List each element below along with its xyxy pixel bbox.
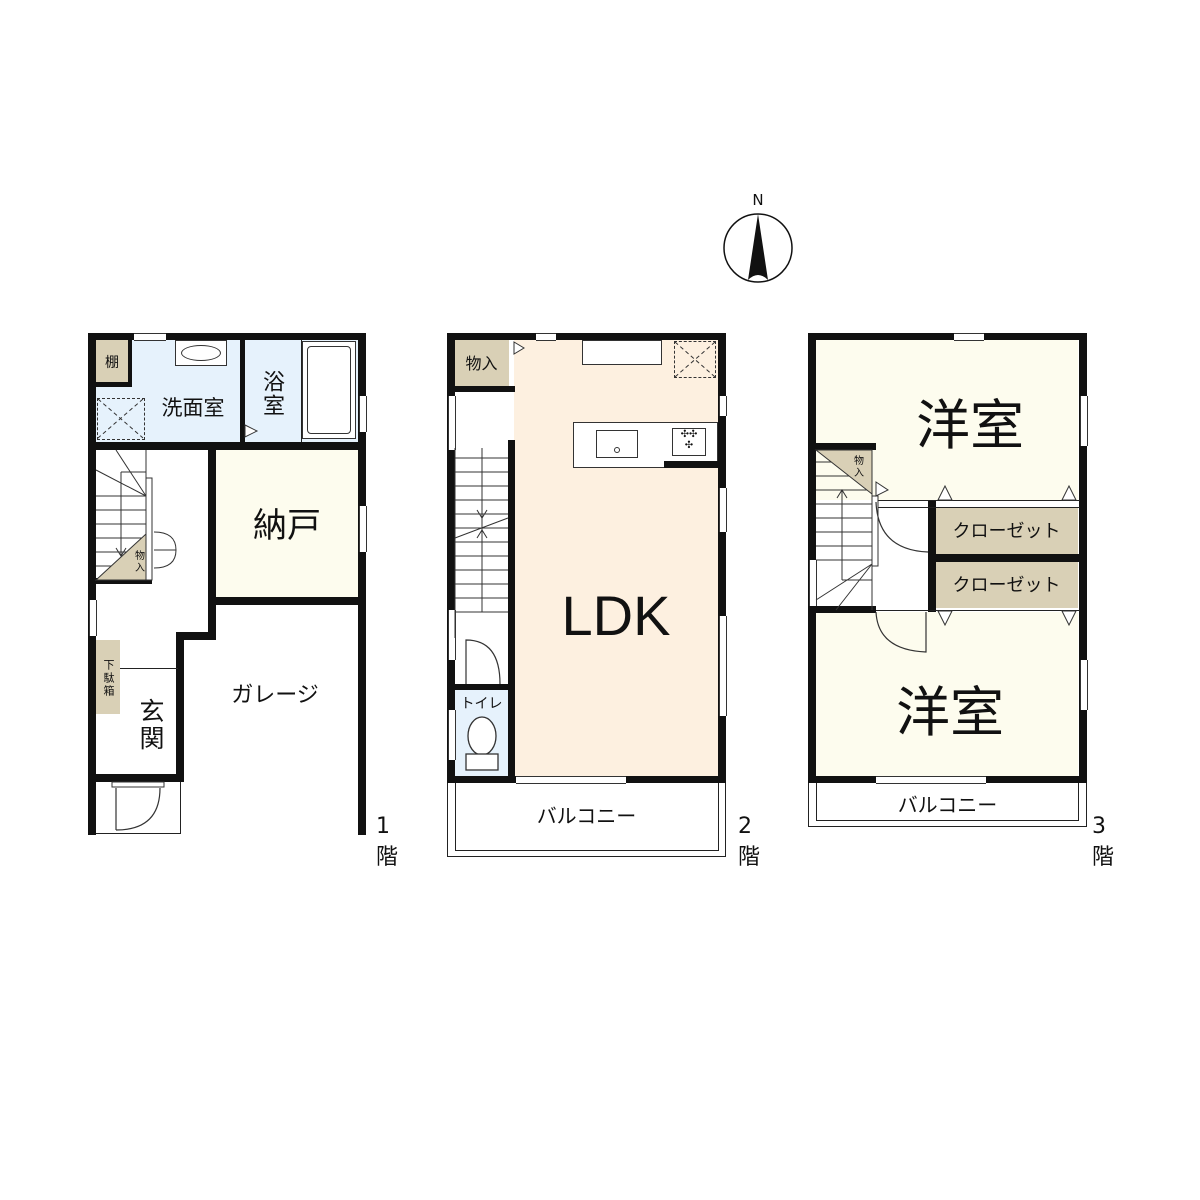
window (359, 396, 367, 432)
room-label-toilet: トイレ (460, 696, 503, 712)
window (1080, 660, 1088, 710)
toilet-icon (465, 716, 499, 771)
window (809, 560, 817, 606)
ldk-area (514, 338, 718, 778)
room-label-bathroom: 浴室 (259, 370, 284, 418)
range-hood (582, 340, 662, 365)
room-label-storeroom: 納戸 (253, 505, 321, 546)
window (134, 333, 166, 341)
room-label-bedroom-north: 洋室 (916, 393, 1024, 457)
room-label-washroom: 洗面室 (161, 396, 225, 420)
room-label-walkin-2: クローゼット (952, 575, 1061, 596)
walkin-closet-1-area (935, 507, 1078, 555)
bedroom-north-door[interactable] (875, 500, 936, 560)
shoe-box-area (96, 640, 120, 714)
bedroom-south-area (816, 612, 1078, 776)
shelf-area (96, 338, 128, 384)
room-label-entrance: 玄関 (136, 698, 165, 752)
room-label-shelf: 棚 (105, 355, 119, 371)
bathtub (302, 341, 356, 439)
door-swing-icon (875, 481, 889, 497)
room-label-closet: 物入 (132, 550, 144, 574)
balcony-window (516, 776, 626, 784)
washer-space (97, 398, 145, 440)
north-arrow-icon (723, 213, 793, 283)
window (1080, 396, 1088, 446)
room-label-garage: ガレージ (231, 683, 319, 708)
room-label-shoe-box: 下駄箱 (102, 658, 115, 698)
fridge-space (674, 341, 716, 378)
window (954, 333, 984, 341)
window (359, 506, 367, 552)
walkin-closet-2-area (935, 562, 1078, 608)
closet-area (454, 338, 509, 386)
floor-label-1: 1階 (376, 814, 399, 870)
closet-door-markers (937, 484, 1077, 627)
door-swing-icon (513, 341, 525, 355)
room-label-ldk: LDK (561, 583, 671, 647)
stove-icon: ✣✣✣ (672, 428, 706, 456)
compass-north-label: N (752, 191, 764, 209)
room-label-closet-small: 物入 (851, 455, 863, 479)
kitchen-counter: ✣✣✣ (573, 422, 718, 468)
window (536, 333, 556, 341)
toilet-door[interactable] (464, 636, 504, 686)
staircase (454, 448, 509, 638)
staircase (814, 449, 879, 611)
balcony-window (876, 776, 986, 784)
floor-label-3: 3階 (1092, 814, 1115, 870)
room-label-closet: 物入 (465, 354, 498, 373)
compass: N (722, 190, 794, 290)
window (719, 616, 727, 716)
room-label-balcony: バルコニー (536, 803, 637, 828)
window (719, 396, 727, 416)
window (89, 600, 97, 636)
entrance-door[interactable] (111, 781, 182, 834)
washbasin (175, 340, 227, 366)
door-swing-icon (244, 424, 259, 438)
window (448, 710, 456, 760)
room-label-bedroom-south: 洋室 (896, 680, 1004, 744)
window (448, 396, 456, 450)
window (719, 488, 727, 532)
room-label-walkin-1: クローゼット (952, 521, 1061, 542)
storeroom-area (216, 450, 358, 600)
staircase (94, 449, 177, 581)
bedroom-south-door[interactable] (875, 611, 936, 672)
room-label-balcony: バルコニー (897, 792, 998, 817)
floor-label-2: 2階 (738, 814, 761, 870)
